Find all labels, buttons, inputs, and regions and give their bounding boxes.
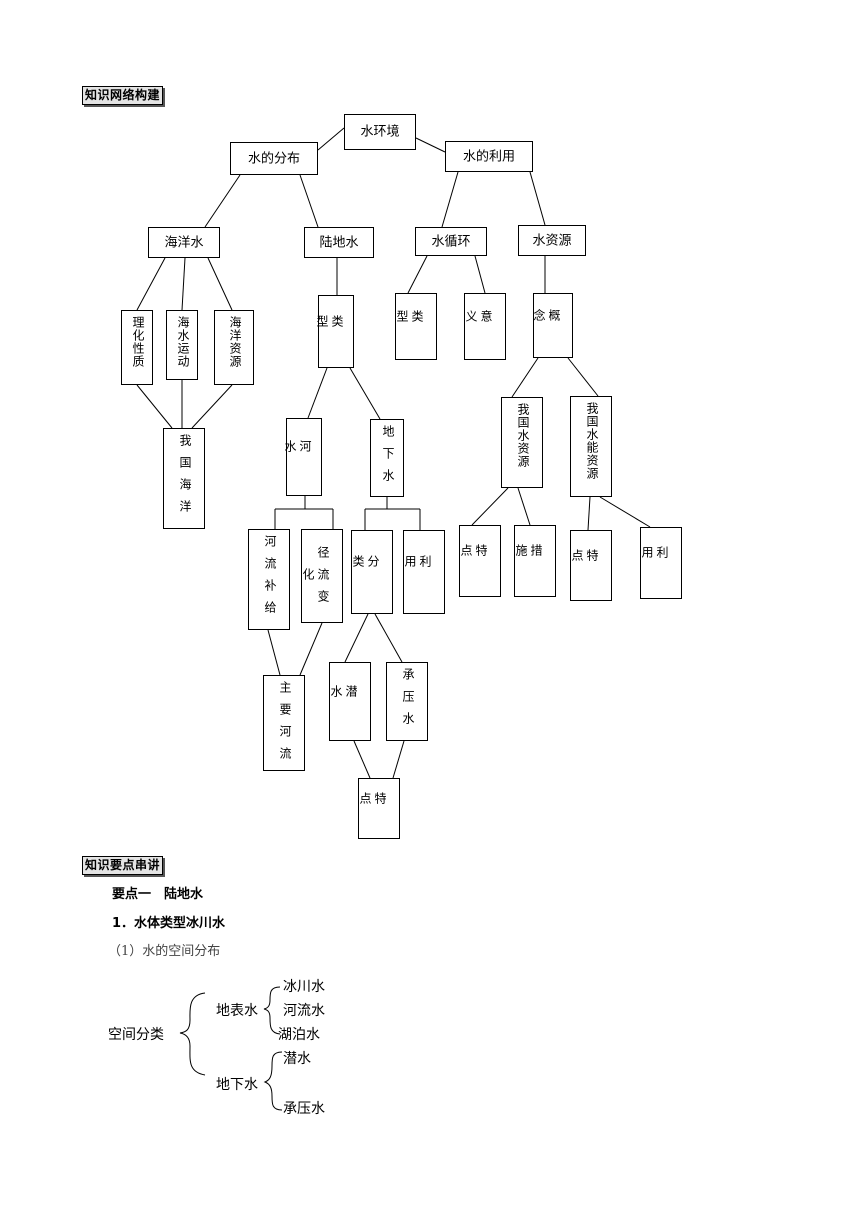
surface-water-label: 地表水 bbox=[216, 1003, 258, 1019]
node-phreatic-water: 潜水 bbox=[329, 662, 371, 741]
river-water-label: 河流水 bbox=[283, 1003, 325, 1019]
node-hydro-use: 利用 bbox=[640, 527, 682, 599]
node-land-water: 陆地水 bbox=[304, 227, 374, 258]
section-label-points: 知识要点串讲 bbox=[82, 856, 164, 875]
node-water-cycle: 水循环 bbox=[415, 227, 487, 256]
node-classify: 分类 bbox=[351, 530, 393, 614]
node-china-hydro-resource: 我国水能资源 bbox=[570, 396, 612, 497]
item-one-heading: 1．水体类型冰川水 bbox=[112, 916, 226, 931]
node-water-distribution: 水的分布 bbox=[230, 142, 318, 175]
node-ground-use: 利用 bbox=[403, 530, 445, 614]
underground-water-label: 地下水 bbox=[216, 1077, 258, 1093]
spatial-classification-label: 空间分类 bbox=[108, 1027, 164, 1043]
node-ocean-motion: 海水运动 bbox=[166, 310, 198, 380]
node-cycle-meaning: 意义 bbox=[464, 293, 506, 360]
confined-water-label: 承压水 bbox=[283, 1101, 325, 1117]
knowledge-tree-lines bbox=[136, 127, 651, 779]
node-ground-water: 地下水 bbox=[370, 419, 404, 497]
section-label-network: 知识网络构建 bbox=[82, 86, 164, 105]
node-cycle-type: 类型 bbox=[395, 293, 437, 360]
node-water-resource: 水资源 bbox=[518, 225, 586, 256]
node-water-environment: 水环境 bbox=[344, 114, 416, 150]
point-one-heading: 要点一 陆地水 bbox=[112, 887, 204, 902]
glacier-water-label: 冰川水 bbox=[283, 979, 325, 995]
node-confined-water: 承压水 bbox=[386, 662, 428, 741]
node-ocean-resources: 海洋资源 bbox=[214, 310, 254, 385]
node-water-resource-measure: 措施 bbox=[514, 525, 556, 597]
node-water-use: 水的利用 bbox=[445, 141, 533, 172]
node-ocean-properties: 理化性质 bbox=[121, 310, 153, 385]
node-runoff-change: 径流变化 bbox=[301, 529, 343, 623]
node-resource-concept: 概念 bbox=[532, 293, 573, 358]
node-ocean-water: 海洋水 bbox=[148, 227, 220, 258]
lake-water-label: 湖泊水 bbox=[278, 1027, 320, 1043]
sub-heading-distribution: （1）水的空间分布 bbox=[108, 944, 221, 959]
node-river-water: 河水 bbox=[283, 418, 322, 496]
node-land-type: 类型 bbox=[315, 295, 354, 368]
node-water-resource-feature: 特点 bbox=[459, 525, 501, 597]
node-main-rivers: 主要河流 bbox=[263, 675, 305, 771]
node-china-water-resource: 我国水资源 bbox=[501, 397, 543, 488]
node-china-ocean: 我国海洋 bbox=[163, 428, 205, 529]
node-hydro-feature: 特点 bbox=[570, 530, 612, 601]
phreatic-water-label: 潜水 bbox=[283, 1051, 311, 1067]
node-river-supply: 河流补给 bbox=[248, 529, 290, 630]
node-groundwater-feature: 特点 bbox=[358, 778, 400, 839]
